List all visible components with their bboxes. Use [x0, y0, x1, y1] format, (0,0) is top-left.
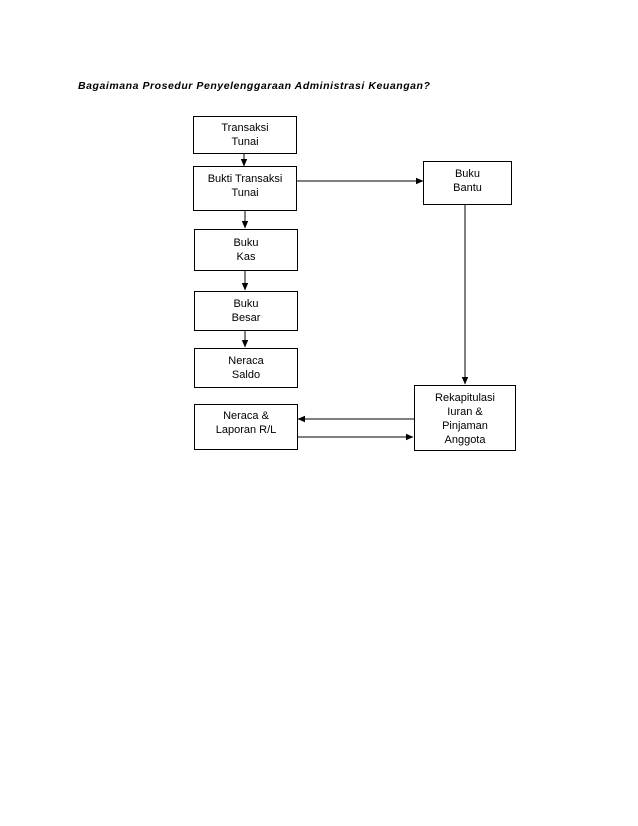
node-transaksi-tunai-label: Transaksi Tunai [221, 122, 269, 148]
node-neraca-laporan-label: Neraca & Laporan R/L [215, 410, 277, 436]
node-buku-kas: Buku Kas [194, 229, 298, 271]
node-buku-besar: Buku Besar [194, 291, 298, 331]
node-neraca-saldo-label: Neraca Saldo [228, 355, 264, 381]
node-bukti-transaksi-tunai: Bukti Transaksi Tunai [193, 166, 297, 211]
page-title: Bagaimana Prosedur Penyelenggaraan Admin… [78, 80, 431, 92]
node-neraca-laporan: Neraca & Laporan R/L [194, 404, 298, 450]
node-neraca-saldo: Neraca Saldo [194, 348, 298, 388]
node-buku-kas-label: Buku Kas [233, 237, 259, 263]
node-transaksi-tunai: Transaksi Tunai [193, 116, 297, 154]
node-buku-besar-label: Buku Besar [231, 298, 261, 324]
node-buku-bantu-label: Buku Bantu [453, 168, 482, 194]
node-rekapitulasi-label: Rekapitulasi Iuran & Pinjaman Anggota [435, 392, 495, 446]
node-bukti-transaksi-tunai-label: Bukti Transaksi Tunai [207, 173, 283, 199]
node-rekapitulasi: Rekapitulasi Iuran & Pinjaman Anggota [414, 385, 516, 451]
node-buku-bantu: Buku Bantu [423, 161, 512, 205]
